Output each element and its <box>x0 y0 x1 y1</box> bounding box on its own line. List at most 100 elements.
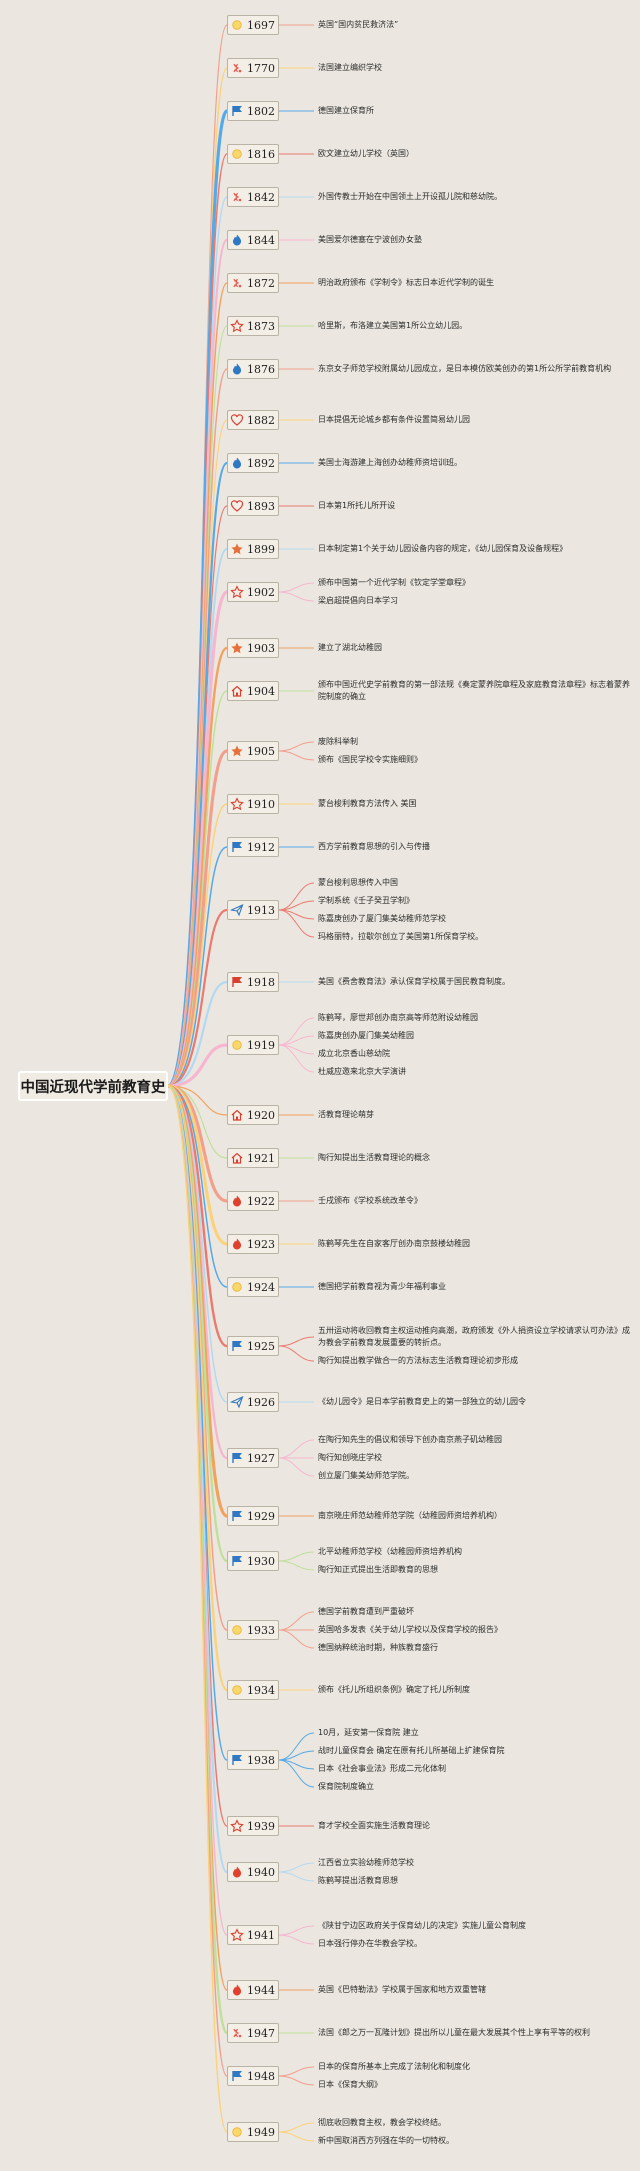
event-text: 法国《郎之万一瓦隆计划》提出所以儿童在最大发展其个性上享有平等的权利 <box>318 2028 590 2037</box>
event-text: 西方学前教育思想的引入与传播 <box>318 842 430 851</box>
event-text: 德国把学前教育视为青少年福利事业 <box>318 1282 446 1291</box>
year-node-1944[interactable]: 1944 <box>227 1980 279 2000</box>
event-text: 蒙台梭利教育方法传入 美国 <box>318 799 417 808</box>
event-text: 德国学前教育遭到严重破坏 <box>318 1607 414 1616</box>
root-title[interactable]: 中国近现代学前教育史 <box>18 1071 168 1101</box>
year-node-1903[interactable]: 1903 <box>227 638 279 658</box>
year-node-1882[interactable]: 1882 <box>227 410 279 430</box>
year-node-1924[interactable]: 1924 <box>227 1277 279 1297</box>
year-label: 1918 <box>247 975 275 989</box>
year-node-1934[interactable]: 1934 <box>227 1680 279 1700</box>
year-node-1913[interactable]: 1913 <box>227 900 279 920</box>
year-label: 1926 <box>247 1395 275 1409</box>
year-node-1929[interactable]: 1929 <box>227 1506 279 1526</box>
year-node-1899[interactable]: 1899 <box>227 539 279 559</box>
branch-line <box>278 1925 315 1936</box>
year-node-1844[interactable]: 1844 <box>227 230 279 250</box>
flag-icon <box>232 106 242 116</box>
year-node-1918[interactable]: 1918 <box>227 972 279 992</box>
year-node-1872[interactable]: 1872 <box>227 273 279 293</box>
event-text: 颁布《托儿所组织条例》确定了托儿所制度 <box>318 1685 470 1694</box>
event-text: 活教育理论萌芽 <box>318 1110 374 1119</box>
year-label: 1934 <box>247 1683 275 1697</box>
year-node-1933[interactable]: 1933 <box>227 1620 279 1640</box>
event-text: 日本提倡无论城乡都有条件设置简易幼儿园 <box>318 415 470 424</box>
event-text: 建立了湖北幼稚园 <box>318 643 382 652</box>
flag-icon <box>232 2071 242 2081</box>
flame-red-icon <box>232 1866 242 1878</box>
year-node-1892[interactable]: 1892 <box>227 453 279 473</box>
star-filled-icon <box>231 745 243 757</box>
year-node-1923[interactable]: 1923 <box>227 1234 279 1254</box>
branch-line <box>278 882 315 911</box>
year-node-1816[interactable]: 1816 <box>227 144 279 164</box>
year-label: 1876 <box>247 362 275 376</box>
event-text: 江西省立实验幼稚师范学校 <box>318 1858 414 1867</box>
flame-red-icon <box>232 1238 242 1250</box>
event-text: 五卅运动将收回教育主权运动推向高潮，政府颁发《外人捐资设立学校请求认可办法》成为… <box>318 1326 630 1347</box>
year-node-1697[interactable]: 1697 <box>227 15 279 35</box>
year-label: 1912 <box>247 840 275 854</box>
heart-icon <box>230 500 244 512</box>
connector-line <box>166 908 229 1088</box>
year-label: 1938 <box>247 1753 275 1767</box>
year-label: 1919 <box>247 1038 275 1052</box>
connector-line <box>166 1084 229 1246</box>
heart-icon <box>230 414 244 426</box>
year-node-1927[interactable]: 1927 <box>227 1448 279 1468</box>
flag-icon <box>232 1511 242 1521</box>
year-node-1912[interactable]: 1912 <box>227 837 279 857</box>
branch-line <box>278 1551 315 1562</box>
year-node-1930[interactable]: 1930 <box>227 1551 279 1571</box>
year-node-1802[interactable]: 1802 <box>227 101 279 121</box>
event-text: 英国“国内贫民救济法” <box>318 20 399 29</box>
year-node-1873[interactable]: 1873 <box>227 316 279 336</box>
year-node-1921[interactable]: 1921 <box>227 1148 279 1168</box>
year-label: 1939 <box>247 1819 275 1833</box>
year-node-1893[interactable]: 1893 <box>227 496 279 516</box>
year-node-1926[interactable]: 1926 <box>227 1392 279 1412</box>
event-text: 新中国取消西方列强在华的一切特权。 <box>318 2136 454 2145</box>
connector-line <box>166 1084 229 1563</box>
year-node-1770[interactable]: 1770 <box>227 58 279 78</box>
year-node-1925[interactable]: 1925 <box>227 1336 279 1356</box>
year-node-1904[interactable]: 1904 <box>227 681 279 701</box>
event-text: 陶行知创晓庄学校 <box>318 1453 382 1462</box>
year-node-1842[interactable]: 1842 <box>227 187 279 207</box>
star-outline-icon <box>230 319 244 333</box>
year-label: 1893 <box>247 499 275 513</box>
year-node-1905[interactable]: 1905 <box>227 741 279 761</box>
event-text: 保育院制度确立 <box>318 1782 374 1791</box>
star-outline-icon <box>230 585 244 599</box>
year-node-1919[interactable]: 1919 <box>227 1035 279 1055</box>
event-text: 成立北京香山慈幼院 <box>318 1049 390 1058</box>
year-node-1922[interactable]: 1922 <box>227 1191 279 1211</box>
year-node-1949[interactable]: 1949 <box>227 2122 279 2142</box>
event-text: 《陕甘宁边区政府关于保育幼儿的决定》实施儿童公育制度 <box>318 1921 526 1930</box>
sun-icon <box>232 1625 242 1635</box>
branch-line <box>278 1017 315 1046</box>
year-node-1910[interactable]: 1910 <box>227 794 279 814</box>
year-node-1948[interactable]: 1948 <box>227 2066 279 2086</box>
branch-line <box>278 2131 315 2142</box>
year-label: 1872 <box>247 276 275 290</box>
event-text: 陈鹤琴先生在自家客厅创办南京鼓楼幼稚园 <box>318 1239 470 1248</box>
year-node-1920[interactable]: 1920 <box>227 1105 279 1125</box>
year-node-1902[interactable]: 1902 <box>227 582 279 602</box>
branch-line <box>278 1336 315 1347</box>
year-label: 1842 <box>247 190 275 204</box>
branch-line <box>278 1560 315 1571</box>
branch-line <box>278 2075 315 2086</box>
sparkle-icon <box>233 63 242 73</box>
year-node-1939[interactable]: 1939 <box>227 1816 279 1836</box>
year-node-1938[interactable]: 1938 <box>227 1750 279 1770</box>
event-text: 10月，延安第一保育院 建立 <box>318 1728 419 1737</box>
event-text: 杜威应邀来北京大学演讲 <box>318 1067 406 1076</box>
year-node-1947[interactable]: 1947 <box>227 2023 279 2043</box>
event-text: 彻底收回教育主权，教会学校终结。 <box>318 2118 446 2127</box>
year-label: 1921 <box>247 1151 275 1165</box>
year-node-1941[interactable]: 1941 <box>227 1925 279 1945</box>
year-node-1876[interactable]: 1876 <box>227 359 279 379</box>
event-text: 陈嘉庚创办厦门集美幼稚园 <box>318 1031 414 1040</box>
year-node-1940[interactable]: 1940 <box>227 1862 279 1882</box>
